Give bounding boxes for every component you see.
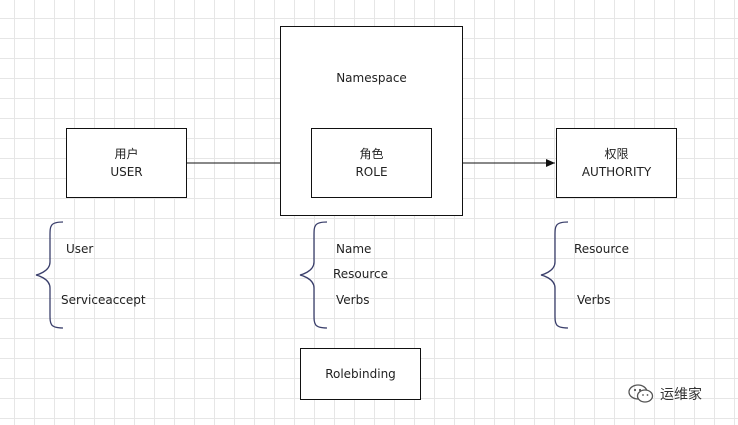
rolebinding-box: Rolebinding bbox=[300, 348, 421, 400]
user-box-label-en: USER bbox=[110, 165, 143, 179]
user-list-item-serviceaccept: Serviceaccept bbox=[61, 293, 146, 307]
user-list-item-user: User bbox=[66, 242, 94, 256]
role-box-label-cn: 角色 bbox=[359, 147, 384, 161]
role-box: 角色 ROLE bbox=[311, 128, 432, 198]
user-box-label-cn: 用户 bbox=[114, 147, 139, 161]
namespace-title: Namespace bbox=[336, 71, 407, 85]
authority-box-label-cn: 权限 bbox=[604, 147, 629, 161]
authority-box: 权限 AUTHORITY bbox=[556, 128, 677, 198]
authority-list-item-resource: Resource bbox=[574, 242, 630, 256]
brace-authority bbox=[540, 221, 569, 329]
user-box: 用户 USER bbox=[66, 128, 187, 198]
role-list-item-verbs: Verbs bbox=[336, 293, 370, 307]
role-box-label-en: ROLE bbox=[355, 165, 388, 179]
authority-list-item-verbs: Verbs bbox=[577, 293, 611, 307]
brace-user bbox=[35, 221, 64, 329]
watermark: 运维家 bbox=[628, 384, 702, 404]
rolebinding-label: Rolebinding bbox=[325, 367, 396, 381]
authority-box-label-en: AUTHORITY bbox=[581, 165, 652, 179]
role-list-item-resource: Resource bbox=[333, 267, 389, 281]
brace-role bbox=[299, 221, 328, 329]
watermark-text: 运维家 bbox=[660, 387, 702, 403]
wechat-icon bbox=[628, 384, 654, 403]
role-list-item-name: Name bbox=[336, 242, 372, 256]
